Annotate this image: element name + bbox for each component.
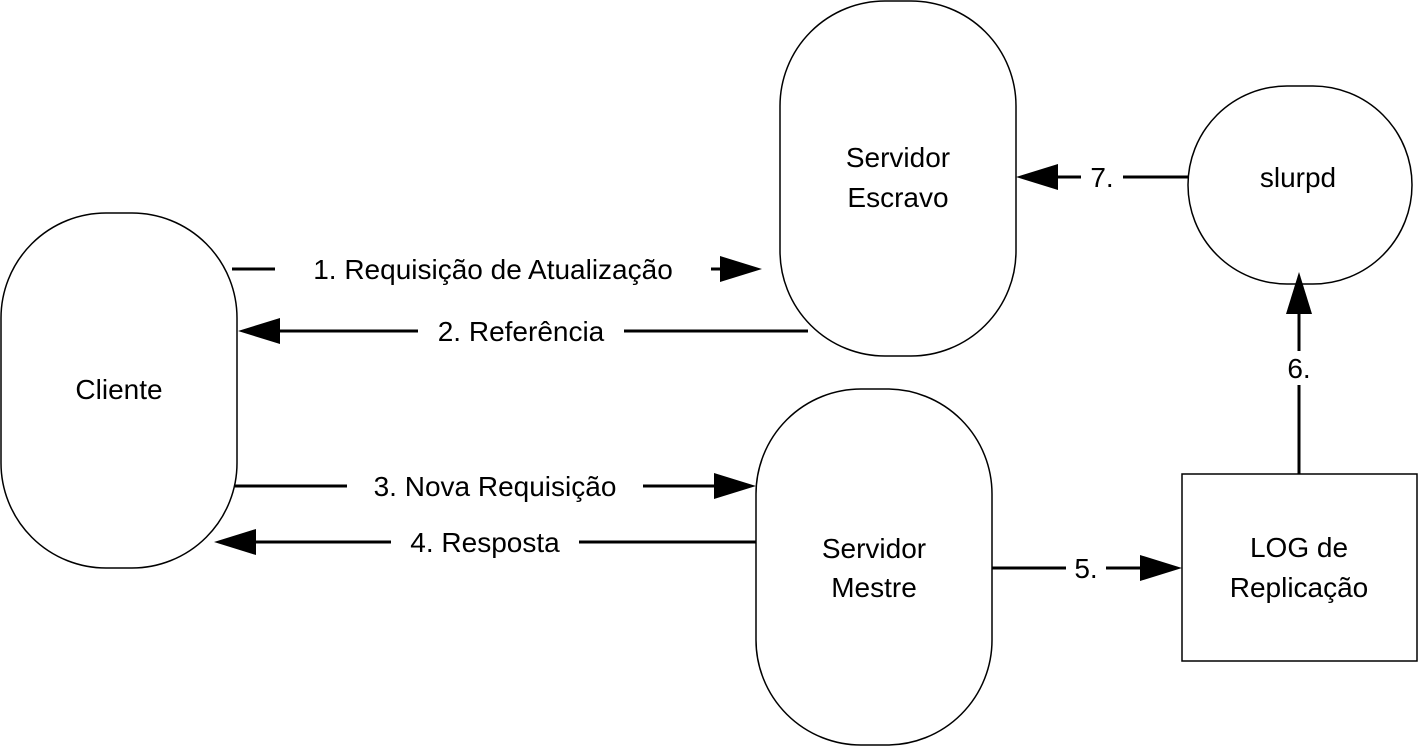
edge-referencia: 2. Referência [238,314,808,348]
edge-1-label: 1. Requisição de Atualização [313,254,673,285]
edge-nova-requisicao: 3. Nova Requisição [235,469,756,503]
edge-6: 6. [1278,272,1320,474]
node-servidor-escravo-label-1: Servidor [846,142,950,173]
node-log-label-2: Replicação [1230,572,1369,603]
node-log-replicacao: LOG de Replicação [1181,473,1418,662]
edge-7: 7. [1016,160,1188,194]
edge-6-label: 6. [1287,353,1310,384]
node-slurpd: slurpd [1187,85,1413,285]
edge-5-label: 5. [1074,553,1097,584]
edge-resposta: 4. Resposta [214,525,756,559]
edge-3-label: 3. Nova Requisição [374,471,617,502]
node-log-label-1: LOG de [1250,532,1348,563]
node-servidor-escravo-label-2: Escravo [847,182,948,213]
edge-5: 5. [992,551,1182,585]
edge-2-label: 2. Referência [438,316,605,347]
edge-requisicao-atualizacao: 1. Requisição de Atualização [232,252,762,286]
node-servidor-mestre-label-1: Servidor [822,533,926,564]
edge-4-label: 4. Resposta [410,527,560,558]
node-slurpd-label: slurpd [1260,162,1336,193]
node-cliente: Cliente [0,212,238,569]
node-servidor-escravo: Servidor Escravo [779,0,1017,357]
node-cliente-label: Cliente [75,374,162,405]
edge-7-label: 7. [1090,162,1113,193]
node-servidor-mestre-label-2: Mestre [831,572,917,603]
node-servidor-mestre: Servidor Mestre [755,388,993,746]
